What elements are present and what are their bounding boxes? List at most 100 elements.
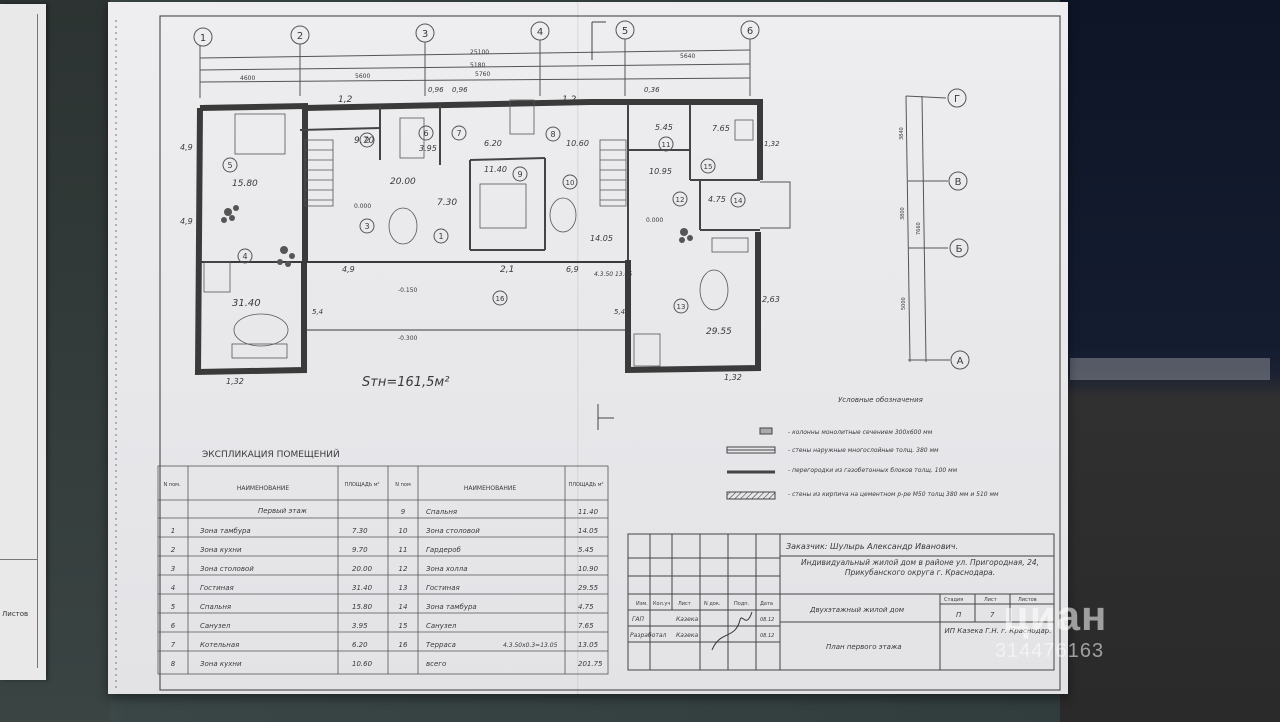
room-area-2: 9.70 <box>354 136 374 146</box>
explication-left-rows: 1 Зона тамбура 7.30 2 Зона кухни 9.70 3 … <box>171 527 373 668</box>
row-area: 3.95 <box>352 622 368 630</box>
kitchen-counter-2 <box>509 99 535 135</box>
outer-walls <box>194 99 763 376</box>
stamp-col-kol: Кол.уч <box>653 601 670 607</box>
stamp-col-list: Лист <box>678 601 691 607</box>
right-background <box>1060 0 1280 722</box>
row-name: Гостиная <box>426 584 460 592</box>
row-num: 13 <box>399 584 408 592</box>
row-num: 15 <box>399 622 408 630</box>
sofa-left <box>231 343 288 359</box>
window-mark-8: 6,9 <box>566 265 579 274</box>
row-name: Зона кухни <box>200 660 242 668</box>
window-mark-14: 1,32 <box>226 377 244 386</box>
dim-v-3800: 3800 <box>900 207 906 220</box>
sofa-right <box>711 237 749 253</box>
stamp-stage: П <box>956 611 962 619</box>
row-area: 15.80 <box>352 603 373 611</box>
legend-item-1: - колонны монолитные сечением 300х600 мм <box>788 429 933 436</box>
row-name: Зона столовой <box>200 565 254 573</box>
dim-v-7660: 7660 <box>916 222 922 235</box>
room-area-16: 4.3.50 13.05 <box>594 271 632 278</box>
level-3: -0.300 <box>398 335 418 342</box>
row-num: 9 <box>401 508 406 516</box>
row-formula: 4.3.50х0.3=13.05 <box>503 642 558 649</box>
stamp-col-izm: Изм. <box>636 601 648 607</box>
floor-label: Первый этаж <box>258 507 308 515</box>
signature <box>711 611 753 651</box>
room-area-14: 4.75 <box>708 195 726 204</box>
legend-item-3: - перегородки из газобетонных блоков тол… <box>788 467 958 474</box>
stamp-sheet-title: План первого этажа <box>826 643 902 651</box>
window-mark-4: 1,2 <box>562 95 577 105</box>
table-1 <box>388 207 418 245</box>
coffee-table-left <box>233 313 289 347</box>
dim-v-5000: 5000 <box>901 297 907 310</box>
room-num-12: 12 <box>676 196 685 204</box>
window-mark-7: 4,9 <box>342 265 355 274</box>
dim-5640: 5640 <box>680 53 695 60</box>
row-name: всего <box>426 660 446 668</box>
window-mark-3: 0,96 <box>452 86 468 94</box>
row-area: 10.60 <box>352 660 373 668</box>
row-name: Терраса <box>426 641 456 649</box>
window-mark-10: 5,4 <box>312 308 323 316</box>
stamp-role-gap: ГАП <box>632 616 644 623</box>
dim-v-3840: 3840 <box>899 127 905 140</box>
header-num-right: N пом <box>395 482 411 488</box>
room-num-16: 16 <box>496 295 505 303</box>
row-name: Спальня <box>426 508 457 516</box>
kitchen-counter <box>399 117 425 159</box>
row-area: 11.40 <box>578 508 599 516</box>
row-name: Санузел <box>200 622 231 630</box>
explication-right-rows: 9 Спальня 11.40 10 Зона столовой 14.05 1… <box>399 508 604 668</box>
row-area: 6.20 <box>352 641 368 649</box>
stamp-col-sign: Подп. <box>734 601 750 607</box>
dimension-lines <box>199 49 751 83</box>
room-area-13: 29.55 <box>706 327 732 337</box>
room-area-15: 7.65 <box>712 124 730 133</box>
header-area-left: ПЛОЩАДЬ м² <box>344 482 379 488</box>
row-name: Зона столовой <box>426 527 480 535</box>
plants <box>221 205 693 267</box>
dim-5760: 5760 <box>475 71 490 78</box>
room-num-4: 4 <box>242 252 247 261</box>
interior-partitions <box>299 104 760 260</box>
axis-label-5: 5 <box>622 26 628 37</box>
axis-letter-b: Б <box>956 244 963 255</box>
row-area: 10.90 <box>578 565 599 573</box>
room-num-8: 8 <box>550 130 555 139</box>
room-area-6: 3.95 <box>419 144 437 153</box>
explication-title: ЭКСПЛИКАЦИЯ ПОМЕЩЕНИЙ <box>202 448 340 460</box>
room-num-3: 3 <box>364 222 369 231</box>
room-num-5: 5 <box>227 161 232 170</box>
row-num: 14 <box>399 603 408 611</box>
stamp-list-num: 7 <box>990 611 995 619</box>
row-num: 12 <box>399 565 408 573</box>
row-name: Санузел <box>426 622 457 630</box>
row-name: Зона тамбура <box>200 527 251 535</box>
axis-1 <box>193 27 213 47</box>
drawing-frame <box>159 15 1061 691</box>
room-area-8: 10.60 <box>566 139 589 148</box>
room-num-1: 1 <box>438 232 443 241</box>
room-area-12: 10.95 <box>649 167 672 176</box>
row-num: 10 <box>399 527 408 535</box>
stamp-customer: Заказчик: Шулырь Александр Иванович. <box>786 542 958 551</box>
furniture <box>203 99 754 367</box>
legend-item-4: - стены из кирпича на цементном р-ре М50… <box>788 491 999 498</box>
row-name: Зона тамбура <box>426 603 477 611</box>
axis-label-2: 2 <box>297 31 303 42</box>
sheet-fold <box>577 2 580 694</box>
row-area: 7.65 <box>578 622 594 630</box>
stamp-list-h: Лист <box>984 597 997 603</box>
stamp-role-dev: Разработал <box>630 632 667 639</box>
stairs-right <box>599 139 627 207</box>
room-area-7: 6.20 <box>484 139 502 148</box>
bed-right <box>479 183 527 229</box>
row-name: Гардероб <box>426 546 462 554</box>
stamp-stage-h: Стадия <box>944 597 963 603</box>
watermark-id: 314476163 <box>995 640 1105 662</box>
section-mark-bottom <box>597 404 614 430</box>
stamp-building: Двухэтажный жилой дом <box>809 606 905 614</box>
